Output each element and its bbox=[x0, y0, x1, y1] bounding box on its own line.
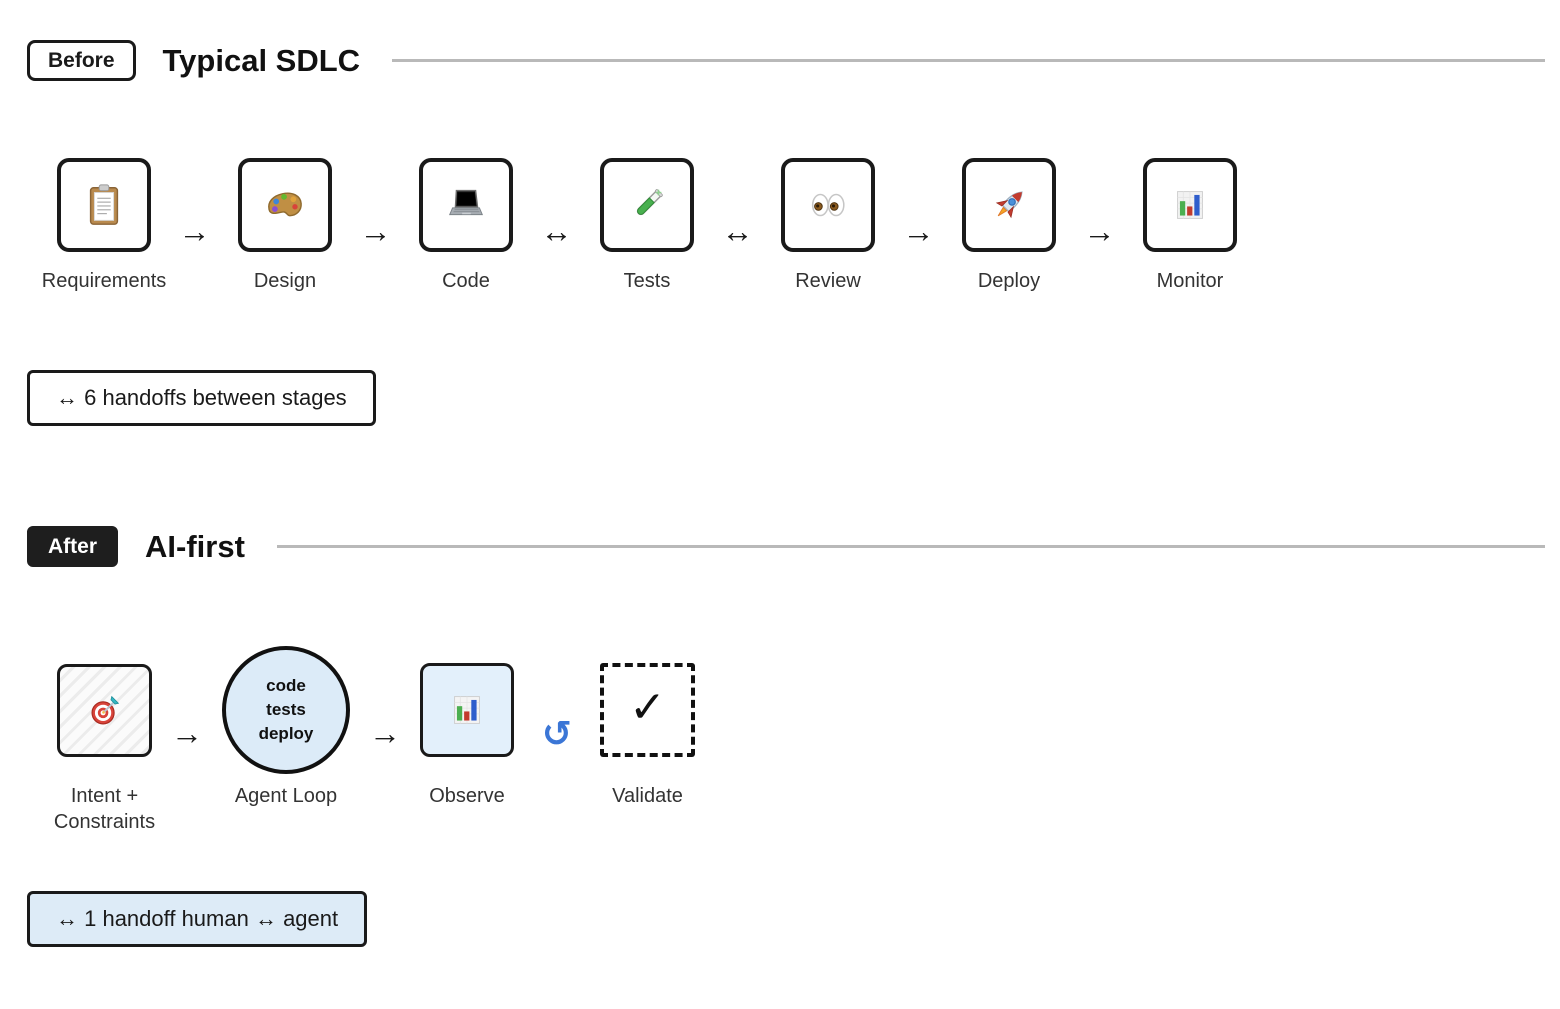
agent-step: code bbox=[266, 676, 306, 696]
node-validate: ✓ Validate bbox=[600, 645, 695, 809]
node-observe: Observe bbox=[420, 645, 514, 809]
after-section-header: After AI-first bbox=[27, 526, 1545, 567]
before-title: Typical SDLC bbox=[162, 42, 361, 78]
stage-label: Requirements bbox=[41, 270, 167, 292]
stage-label: Monitor bbox=[1156, 270, 1224, 292]
stage-monitor: Monitor bbox=[1143, 158, 1237, 294]
validate-box: ✓ bbox=[600, 663, 695, 757]
bar-chart-icon bbox=[454, 696, 480, 724]
ai-flow-row: Intent + Constraints → code tests deploy… bbox=[53, 645, 1560, 835]
arrow-right-icon: → bbox=[171, 715, 203, 751]
stage-label: Code bbox=[442, 270, 490, 292]
before-section-header: Before Typical SDLC bbox=[27, 40, 1545, 81]
handoff-callout-ai: ↔ 1 handoff human ↔ agent bbox=[27, 891, 368, 947]
target-icon bbox=[90, 695, 119, 725]
agent-loop-circle: code tests deploy bbox=[222, 646, 350, 774]
clipboard-icon bbox=[89, 184, 119, 225]
stage-requirements: Requirements bbox=[42, 158, 166, 294]
agent-step: tests bbox=[266, 700, 306, 720]
deploy-box bbox=[962, 158, 1056, 252]
retry-loop-icon: ↺ bbox=[541, 713, 573, 754]
monitor-box bbox=[1143, 158, 1237, 252]
stage-label: Review bbox=[795, 270, 861, 292]
bar-chart-icon bbox=[1177, 191, 1203, 219]
arrow-right-icon: → bbox=[902, 213, 935, 249]
stage-label: Deploy bbox=[977, 270, 1041, 292]
test-tube-icon bbox=[636, 189, 663, 216]
intent-box bbox=[57, 663, 152, 757]
after-divider-rule bbox=[276, 545, 1545, 548]
agent-loop-label: Agent Loop bbox=[234, 785, 338, 807]
before-badge: Before bbox=[27, 40, 136, 81]
agent-step: deploy bbox=[258, 723, 314, 743]
arrow-both-icon: ↔ bbox=[540, 213, 573, 249]
eyes-icon bbox=[811, 193, 845, 217]
stage-label: Tests bbox=[623, 270, 671, 292]
node-agent-loop: code tests deploy Agent Loop bbox=[222, 645, 350, 809]
handoffs-callout: ↔ 6 handoffs between stages bbox=[27, 370, 376, 426]
before-divider-rule bbox=[392, 59, 1545, 62]
tests-box bbox=[600, 158, 694, 252]
stage-review: Review bbox=[781, 158, 875, 294]
code-box bbox=[419, 158, 513, 252]
arrow-right-icon: → bbox=[369, 715, 401, 751]
stage-code: Code bbox=[419, 158, 513, 294]
rocket-icon bbox=[995, 191, 1023, 219]
retry-loop-slot: ↺ bbox=[514, 645, 600, 775]
after-title: AI-first bbox=[145, 528, 245, 564]
sdlc-flow-row: Requirements → Design → bbox=[42, 158, 1560, 294]
palette-icon bbox=[268, 192, 302, 217]
review-box bbox=[781, 158, 875, 252]
arrow-right-icon: → bbox=[1083, 213, 1116, 249]
validate-label: Validate bbox=[612, 785, 683, 807]
requirements-box bbox=[57, 158, 151, 252]
check-icon: ✓ bbox=[629, 682, 666, 732]
intent-label: Intent + Constraints bbox=[53, 785, 156, 833]
arrow-both-icon: ↔ bbox=[721, 213, 754, 249]
stage-deploy: Deploy bbox=[962, 158, 1056, 294]
arrow-right-icon: → bbox=[178, 213, 211, 249]
observe-label: Observe bbox=[429, 785, 505, 807]
stage-tests: Tests bbox=[600, 158, 694, 294]
arrow-right-icon: → bbox=[359, 213, 392, 249]
stage-design: Design bbox=[238, 158, 332, 294]
stage-label: Design bbox=[253, 270, 317, 292]
after-badge: After bbox=[27, 526, 119, 567]
design-box bbox=[238, 158, 332, 252]
observe-box bbox=[420, 663, 514, 757]
node-intent-constraints: Intent + Constraints bbox=[53, 645, 156, 835]
laptop-icon bbox=[448, 189, 484, 216]
